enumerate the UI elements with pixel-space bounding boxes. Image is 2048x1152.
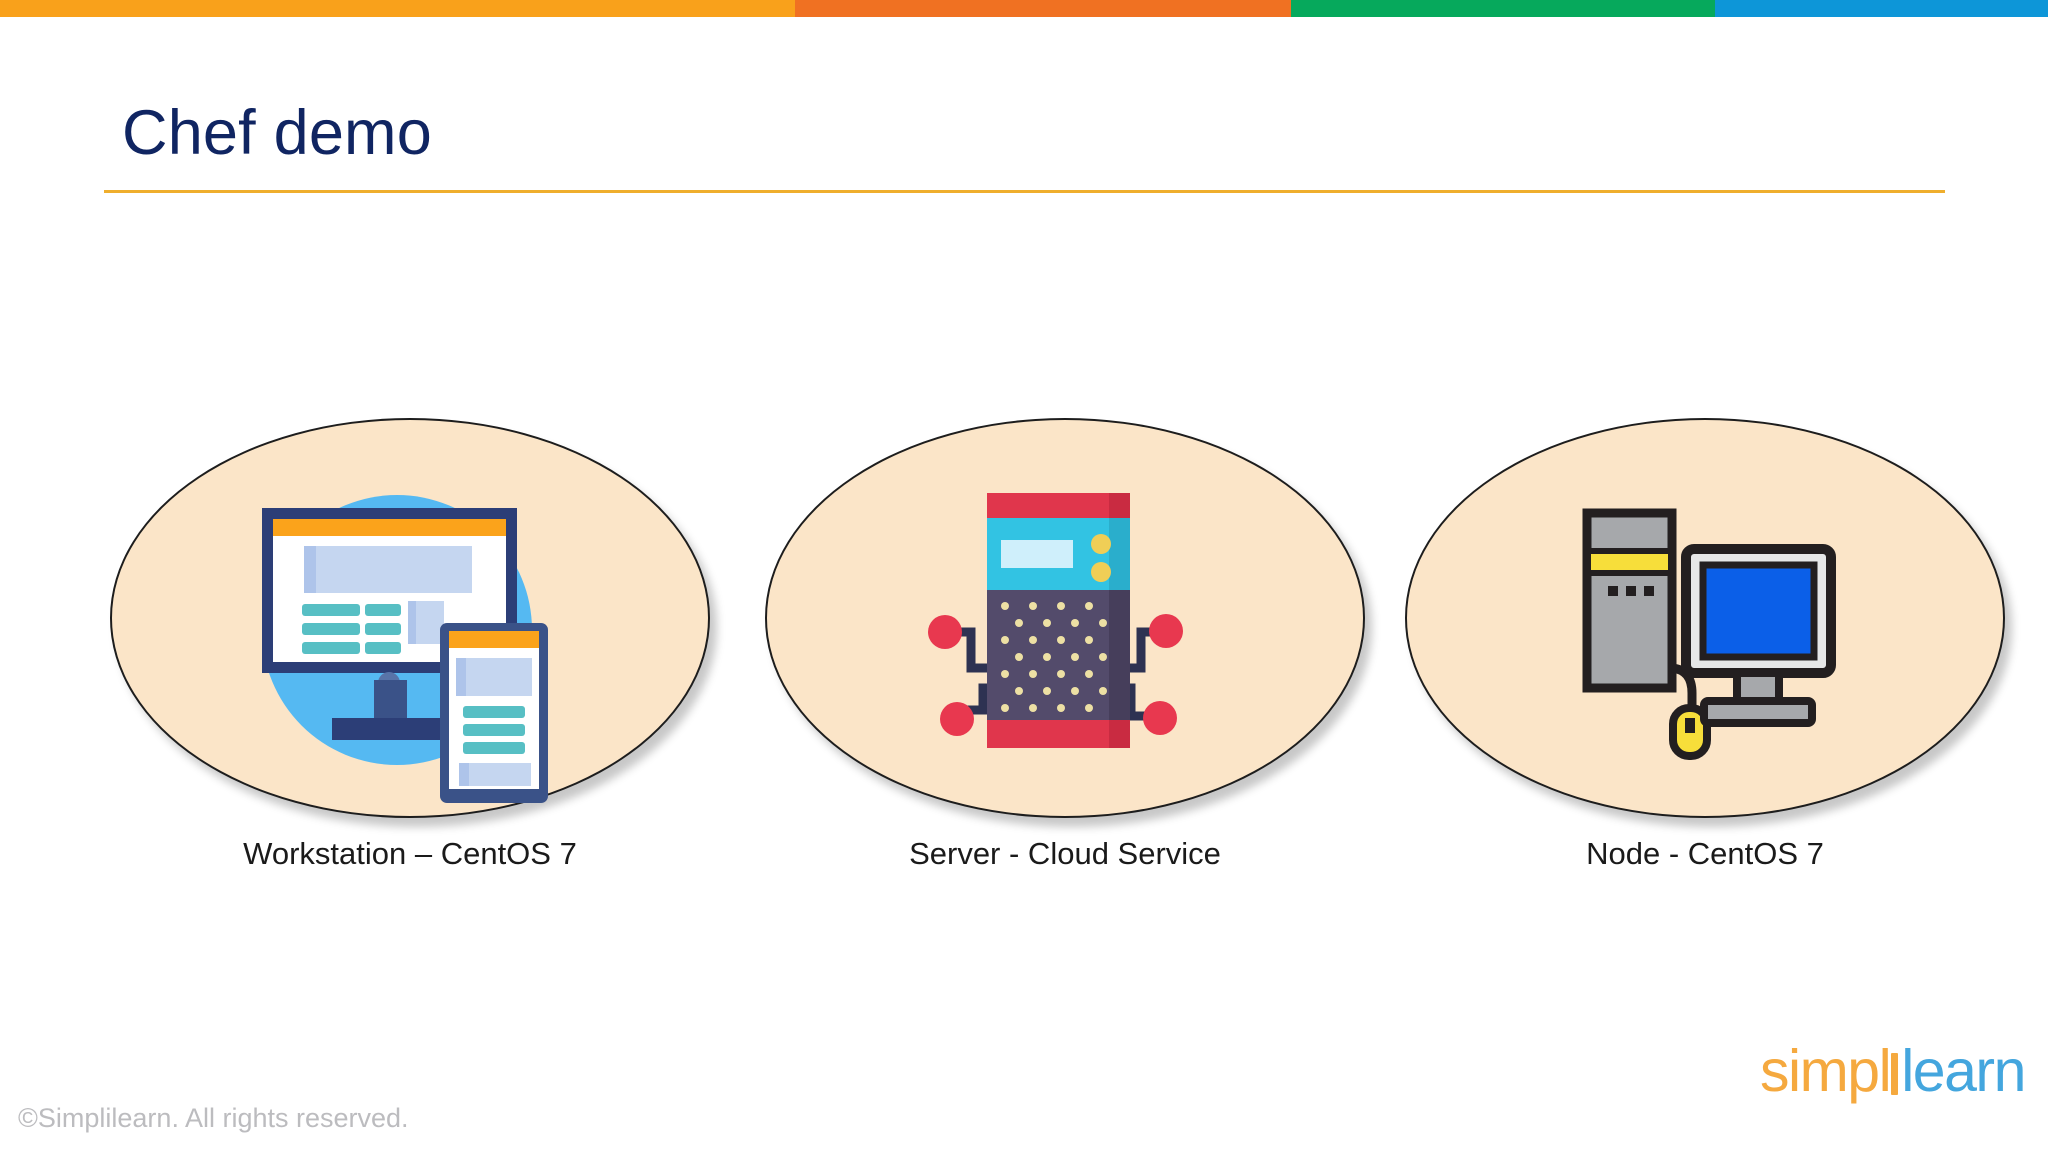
logo-text-orange: simpl [1760,1038,1892,1104]
topbar-segment-blue [1715,0,2048,17]
panel-workstation: Workstation – CentOS 7 [110,418,710,918]
topbar-segment-orange-light [0,0,795,17]
title-underline-rule [104,190,1945,193]
logo-text-blue: learn [1901,1038,2026,1104]
topbar-segment-orange-dark [795,0,1291,17]
caption-server: Server - Cloud Service [909,836,1221,871]
panel-server: Server - Cloud Service [765,418,1365,918]
workstation-monitor-tablet-icon [262,495,548,803]
server-cloud-service-icon [928,493,1183,748]
page-title: Chef demo [122,98,432,168]
footer-copyright: ©Simplilearn. All rights reserved. [18,1103,409,1133]
caption-node: Node - CentOS 7 [1586,836,1824,871]
caption-workstation: Workstation – CentOS 7 [243,836,577,871]
logo-accent-bar-icon [1891,1053,1899,1095]
diagram-panels: Workstation – CentOS 7 [0,418,2048,918]
node-desktop-computer-icon [1582,508,1836,760]
panel-node: Node - CentOS 7 [1405,418,2005,918]
top-color-bar [0,0,2048,17]
topbar-segment-green [1291,0,1715,17]
